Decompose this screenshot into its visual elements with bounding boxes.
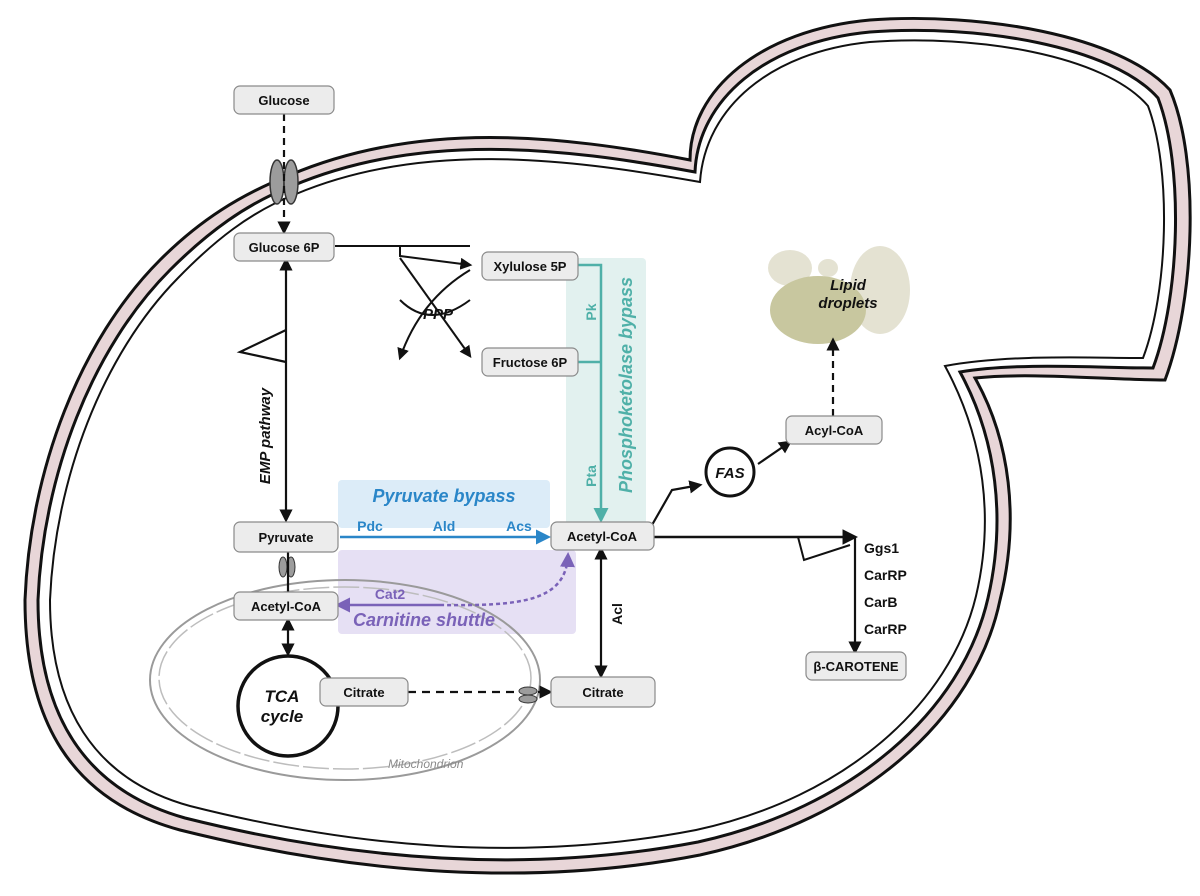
metabolite-xylulose-5p: Xylulose 5P [481, 251, 579, 281]
acetyl-coa-cytosol-label: Acetyl-CoA [567, 529, 638, 544]
enzyme-pdc: Pdc [357, 518, 383, 534]
tca-cycle: TCA cycle [236, 654, 340, 758]
acetyl-coa-mito-label: Acetyl-CoA [251, 599, 322, 614]
phosphoketolase-bypass-label: Phosphoketolase bypass [616, 277, 636, 493]
tca-label-1: TCA [265, 687, 300, 706]
tca-label-2: cycle [261, 707, 304, 726]
ppp-label: PPP [423, 306, 454, 323]
citrate-transporter-icon [518, 686, 538, 704]
fas-label: FAS [715, 465, 744, 482]
carnitine-shuttle-panel [338, 550, 576, 634]
emp-pathway-label: EMP pathway [257, 387, 274, 484]
metabolite-citrate-mito: Citrate [319, 677, 409, 707]
pyruvate-bypass-label: Pyruvate bypass [372, 486, 515, 506]
glucose-label: Glucose [258, 93, 309, 108]
enzyme-acs: Acs [506, 518, 532, 534]
metabolite-acetyl-coa-mito: Acetyl-CoA [233, 591, 339, 621]
lipid-droplets-label-2: droplets [818, 295, 877, 312]
phosphoketolase-panel [566, 258, 646, 526]
enzyme-cat2: Cat2 [375, 586, 406, 602]
glucose-6p-label: Glucose 6P [249, 240, 320, 255]
enzyme-carb: CarB [864, 594, 897, 610]
pathway-arrows [236, 114, 862, 699]
acyl-coa-label: Acyl-CoA [805, 423, 864, 438]
lipid-droplets: Lipid droplets [768, 246, 910, 344]
beta-carotene-label: β-CAROTENE [813, 659, 899, 674]
metabolite-acyl-coa: Acyl-CoA [785, 415, 883, 445]
enzyme-carrp-1: CarRP [864, 567, 907, 583]
citrate-mito-label: Citrate [343, 685, 384, 700]
metabolite-glucose: Glucose [233, 85, 335, 115]
mitochondrion-label: Mitochondrion [388, 757, 464, 771]
metabolite-acetyl-coa-cytosol: Acetyl-CoA [550, 521, 655, 551]
glucose-transporter-icon [269, 159, 299, 205]
mitochondrion: Mitochondrion [149, 579, 541, 781]
metabolite-beta-carotene: β-CAROTENE [805, 651, 907, 681]
enzyme-acl: Acl [609, 603, 625, 625]
pyruvate-bypass-panel [338, 480, 550, 528]
metabolite-fructose-6p: Fructose 6P [481, 347, 579, 377]
xylulose-5p-label: Xylulose 5P [494, 259, 567, 274]
fructose-6p-label: Fructose 6P [493, 355, 568, 370]
carnitine-shuttle-label: Carnitine shuttle [353, 610, 495, 630]
enzyme-ggs1: Ggs1 [864, 540, 899, 556]
carnitine-shuttle-arrows [335, 552, 575, 613]
enzyme-ald: Ald [433, 518, 456, 534]
enzyme-pk: Pk [583, 303, 599, 320]
citrate-cytosol-label: Citrate [582, 685, 623, 700]
pyruvate-label: Pyruvate [259, 530, 314, 545]
enzyme-carrp-2: CarRP [864, 621, 907, 637]
metabolite-citrate-cytosol: Citrate [550, 676, 656, 708]
phosphoketolase-arrows [578, 263, 609, 523]
enzyme-pta: Pta [583, 465, 599, 487]
metabolite-pyruvate: Pyruvate [233, 521, 339, 553]
fas-cycle: FAS [704, 446, 756, 498]
metabolite-glucose-6p: Glucose 6P [233, 232, 335, 262]
lipid-droplets-label-1: Lipid [830, 277, 867, 294]
